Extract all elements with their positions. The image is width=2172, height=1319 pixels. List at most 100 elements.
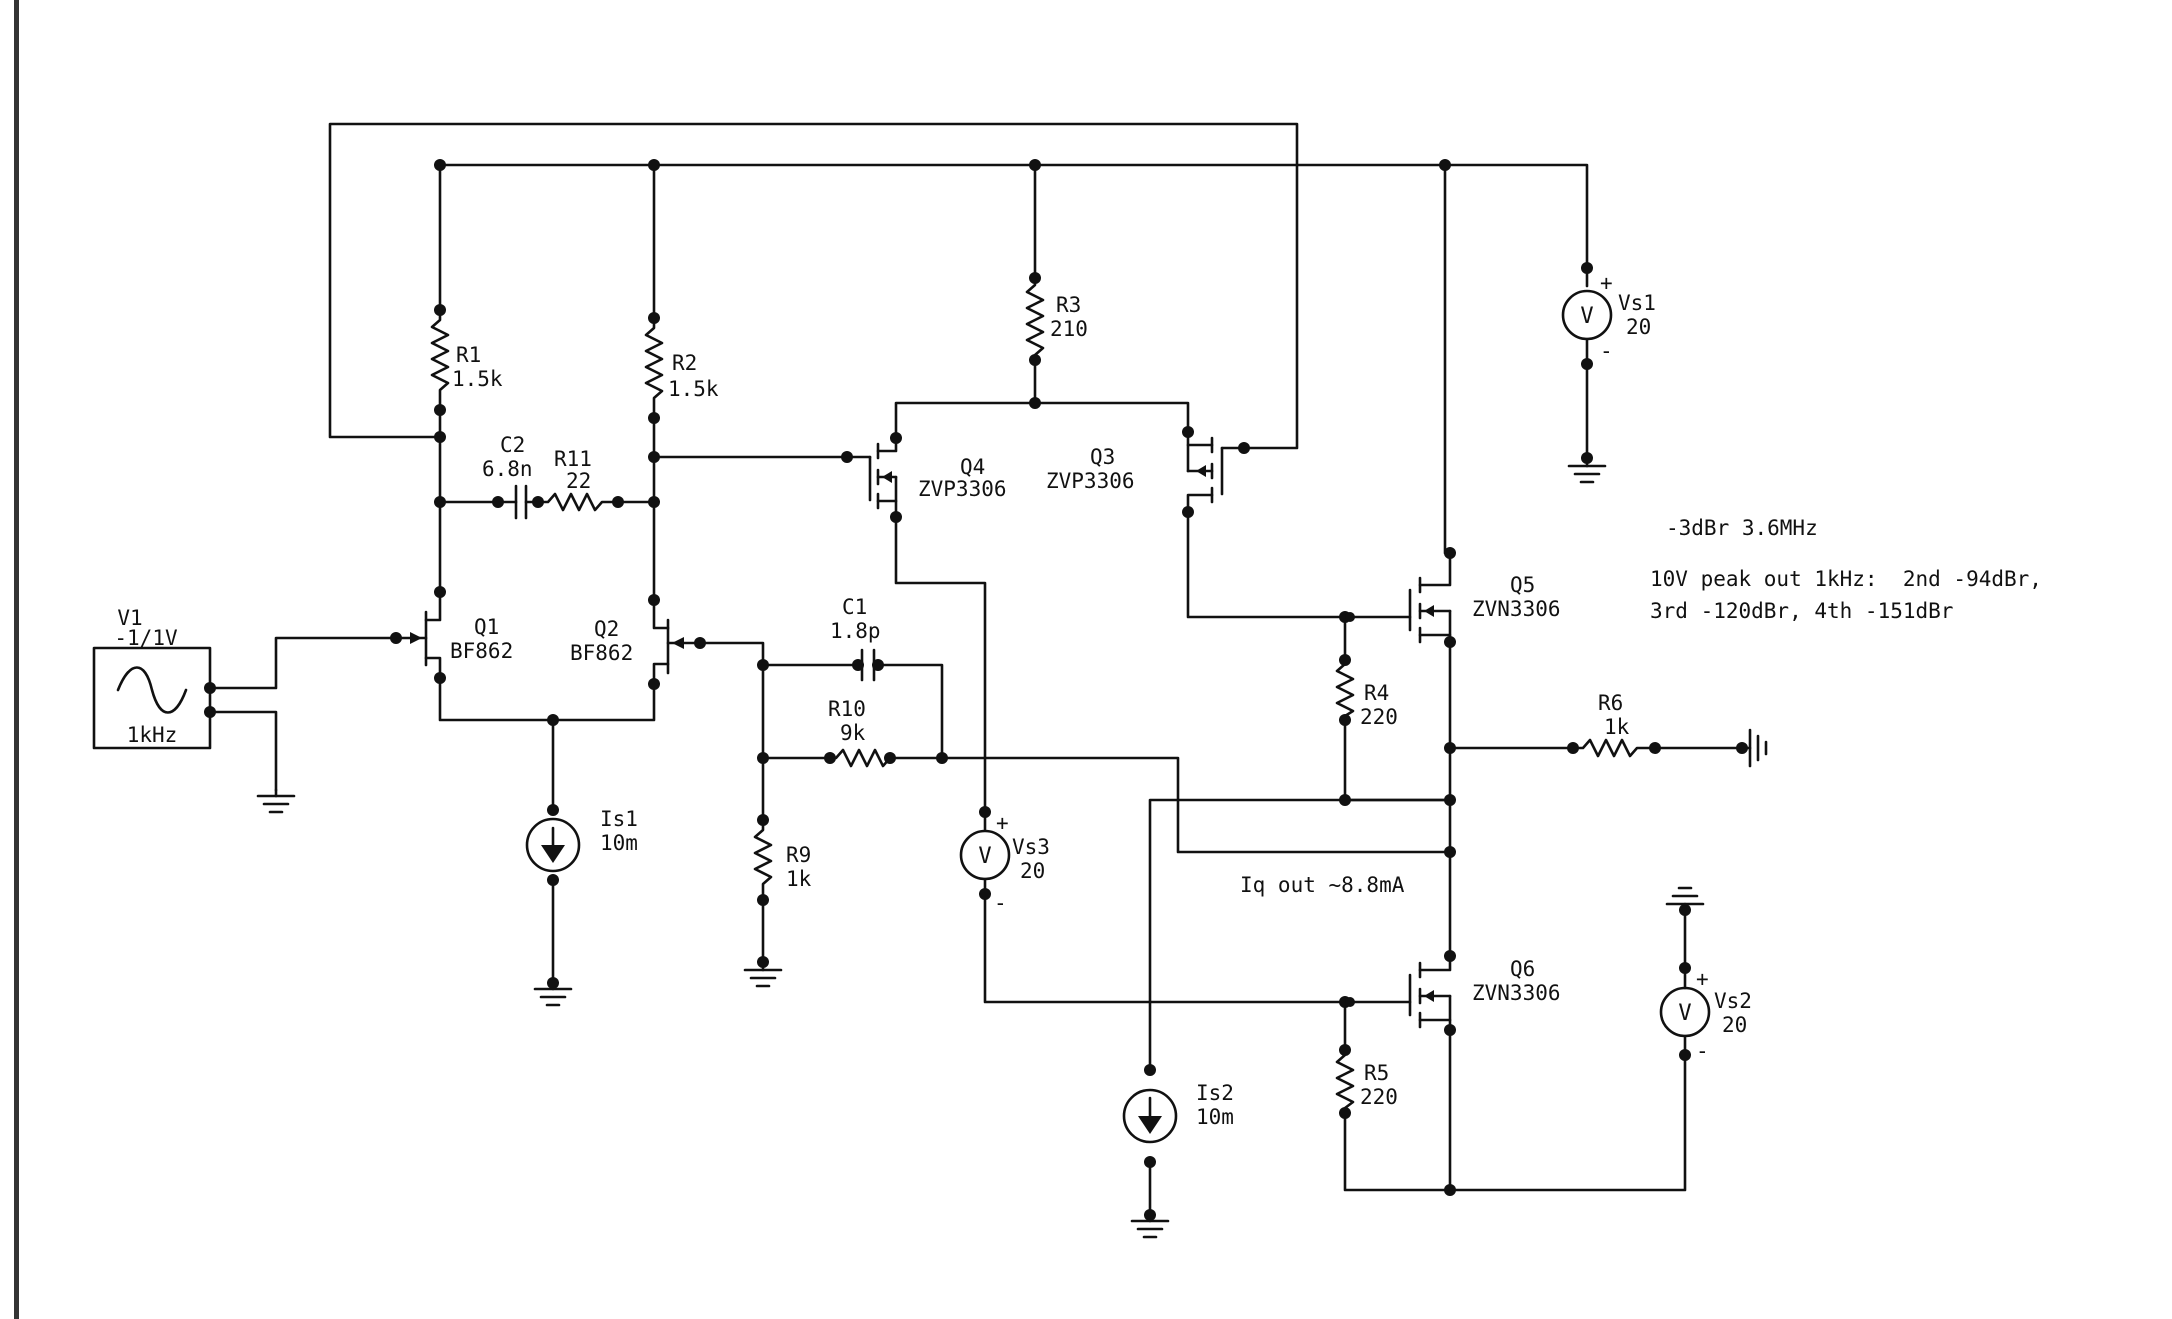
junctions — [204, 159, 1748, 1221]
label-v1-ref: V1 — [117, 606, 142, 630]
label-c1-ref: C1 — [842, 595, 867, 619]
label-vs3-meter: V — [978, 844, 991, 869]
label-r6-value: 1k — [1604, 715, 1630, 739]
note-distortion-1: 10V peak out 1kHz: 2nd -94dBr, — [1650, 567, 2042, 591]
note-bandwidth: -3dBr 3.6MHz — [1666, 516, 1818, 540]
label-r11-ref: R11 — [554, 447, 592, 471]
label-q3-part: ZVP3306 — [1046, 469, 1135, 493]
ground-v1 — [256, 788, 296, 814]
resistor-r10 — [828, 748, 892, 768]
labels: V1 -1/1V 1kHz Q1 BF862 Q2 BF862 R1 1.5k … — [114, 271, 2042, 1129]
label-vs3-value: 20 — [1020, 859, 1045, 883]
label-r1-value: 1.5k — [452, 367, 503, 391]
label-vs2-value: 20 — [1722, 1013, 1747, 1037]
resistor-r1 — [430, 308, 450, 412]
label-v1-value: -1/1V — [114, 626, 178, 650]
current-source-is2 — [1122, 1088, 1178, 1144]
label-q1-ref: Q1 — [474, 615, 499, 639]
label-v1-freq: 1kHz — [127, 723, 178, 747]
label-q2-ref: Q2 — [594, 617, 619, 641]
jfet-q2 — [652, 598, 702, 686]
label-q6-ref: Q6 — [1510, 957, 1535, 981]
label-r4-value: 220 — [1360, 705, 1398, 729]
label-is2-ref: Is2 — [1196, 1081, 1234, 1105]
label-q5-part: ZVN3306 — [1472, 597, 1561, 621]
wire-r3-q3 — [1033, 401, 1190, 434]
label-r11-value: 22 — [566, 469, 591, 493]
wire-vs3-q6gate — [983, 892, 1352, 1004]
jfet-q1 — [394, 590, 442, 680]
label-r4-ref: R4 — [1364, 681, 1389, 705]
label-vs1-plus: + — [1600, 271, 1613, 295]
resistor-r4 — [1335, 658, 1355, 722]
resistor-r5 — [1335, 1048, 1355, 1115]
label-q6-part: ZVN3306 — [1472, 981, 1561, 1005]
label-vs2-plus: + — [1696, 967, 1709, 991]
wire-r3-sources — [894, 358, 1037, 440]
note-iq-out: Iq out ~8.8mA — [1240, 873, 1405, 897]
mosfet-q6 — [1348, 954, 1452, 1032]
label-q2-part: BF862 — [570, 641, 633, 665]
label-vs1-minus: - — [1600, 339, 1613, 363]
label-r9-value: 1k — [786, 867, 812, 891]
mosfet-q5 — [1348, 551, 1452, 644]
label-r10-ref: R10 — [828, 697, 866, 721]
label-q4-ref: Q4 — [960, 455, 985, 479]
label-r9-ref: R9 — [786, 843, 811, 867]
label-c1-value: 1.8p — [830, 619, 881, 643]
label-vs1-value: 20 — [1626, 315, 1651, 339]
label-vs2-ref: Vs2 — [1714, 989, 1752, 1013]
label-c2-ref: C2 — [500, 433, 525, 457]
label-r3-value: 210 — [1050, 317, 1088, 341]
label-q4-part: ZVP3306 — [918, 477, 1007, 501]
resistor-r3 — [1025, 276, 1045, 362]
current-source-is1 — [525, 817, 581, 873]
label-vs3-plus: + — [996, 811, 1009, 835]
label-vs3-ref: Vs3 — [1012, 835, 1050, 859]
label-vs3-minus: - — [994, 891, 1007, 915]
label-r2-ref: R2 — [672, 351, 697, 375]
label-q3-ref: Q3 — [1090, 445, 1115, 469]
label-r3-ref: R3 — [1056, 293, 1081, 317]
wire-q1-source — [438, 676, 656, 722]
wire-c1-right — [876, 663, 944, 760]
note-distortion-2: 3rd -120dBr, 4th -151dBr — [1650, 599, 1953, 623]
mosfet-q3 — [1186, 430, 1246, 514]
label-r10-value: 9k — [840, 721, 866, 745]
label-c2-value: 6.8n — [482, 457, 533, 481]
capacitors — [496, 484, 880, 682]
wire-fb-to-out — [940, 756, 1452, 854]
wires — [208, 122, 1744, 1217]
label-is1-ref: Is1 — [600, 807, 638, 831]
label-q5-ref: Q5 — [1510, 573, 1535, 597]
wire-v1-q1gate — [208, 636, 398, 690]
wire-is2 — [1148, 798, 1452, 1072]
wire-v1-gnd — [208, 710, 278, 792]
resistor-r9 — [753, 818, 773, 902]
label-vs2-meter: V — [1678, 1001, 1691, 1026]
label-vs1-ref: Vs1 — [1618, 291, 1656, 315]
wire-q2gate-node — [698, 641, 765, 762]
label-r5-value: 220 — [1360, 1085, 1398, 1109]
label-is2-value: 10m — [1196, 1105, 1234, 1129]
label-r1-ref: R1 — [456, 343, 481, 367]
scan-edge-bar — [14, 0, 19, 1319]
wire-top-outer — [328, 122, 1299, 450]
label-r5-ref: R5 — [1364, 1061, 1389, 1085]
resistors — [430, 276, 1657, 1115]
label-r2-value: 1.5k — [668, 377, 719, 401]
wire-q3-drain — [1186, 510, 1352, 619]
label-vs2-minus: - — [1696, 1039, 1709, 1063]
label-r6-ref: R6 — [1598, 691, 1623, 715]
wire-bottom-rail — [1343, 1053, 1687, 1192]
label-q1-part: BF862 — [450, 639, 513, 663]
label-is1-value: 10m — [600, 831, 638, 855]
resistor-r6 — [1571, 738, 1657, 758]
source-v1 — [92, 646, 212, 750]
label-vs1-meter: V — [1580, 304, 1593, 329]
ground-load — [1740, 728, 1768, 768]
mosfet-q4 — [845, 436, 898, 519]
resistor-r11 — [536, 492, 620, 512]
resistor-r2 — [644, 316, 664, 420]
